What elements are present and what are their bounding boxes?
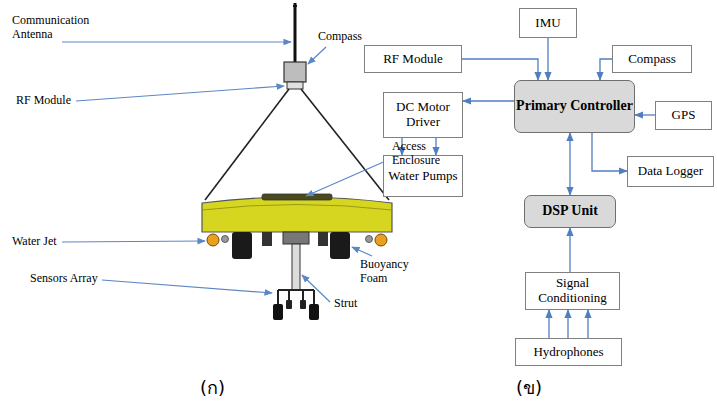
water-jet (207, 234, 219, 246)
float-ring (202, 197, 392, 232)
buoyancy-foam (330, 232, 350, 259)
signal-arrow (567, 310, 568, 338)
signal-arrow (462, 59, 538, 80)
figure-caption: (ก) (200, 378, 225, 399)
signal-arrow (635, 114, 655, 115)
controller-box: Primary Controller (514, 80, 635, 133)
part-label: Sensors Array (30, 272, 98, 286)
module-box: Signal Conditioning (525, 272, 620, 310)
box-label: Compass (628, 52, 676, 67)
compass-housing (284, 62, 306, 82)
box-label: DC Motor Driver (384, 100, 462, 130)
module-box: GPS (655, 101, 712, 130)
module-box: Hydrophones (515, 338, 622, 366)
signal-arrow (548, 310, 549, 338)
hydrophone (309, 304, 319, 320)
module-box: RF Module (364, 45, 462, 73)
sensor-fork (278, 290, 314, 304)
rf-module (287, 82, 303, 89)
signal-arrow (547, 38, 548, 80)
part-label: Buoyancy Foam (360, 258, 422, 286)
leader-lines (62, 42, 388, 302)
signal-arrow (600, 59, 612, 80)
controller-box: DSP Unit (524, 195, 616, 228)
part-label: Strut (334, 297, 357, 311)
module-box: Data Logger (627, 156, 714, 187)
box-label: IMU (535, 16, 560, 31)
signal-arrow (435, 138, 436, 155)
part-label: RF Module (16, 94, 71, 108)
box-label: Water Pumps (388, 169, 457, 184)
frame-line (205, 89, 289, 200)
part-label: Water Jet (12, 235, 57, 249)
buoyancy-foam (232, 232, 252, 259)
signal-arrow (463, 100, 514, 101)
antenna (294, 3, 297, 62)
box-label: RF Module (383, 52, 443, 67)
hub (283, 232, 309, 244)
figure-caption: (ข) (516, 378, 542, 399)
hydrophone (273, 304, 283, 320)
part-label: Compass (318, 30, 362, 44)
box-label: Hydrophones (533, 345, 603, 360)
frame-line (301, 89, 389, 200)
strut (292, 244, 300, 290)
signal-arrow (592, 133, 627, 171)
access-lid (262, 194, 332, 200)
signal-arrow (569, 228, 570, 272)
part-label: Access Enclosure (392, 140, 454, 168)
water-jet (375, 234, 387, 246)
part-label: Communication Antenna (12, 14, 104, 42)
box-label: DSP Unit (542, 203, 598, 219)
box-label: Primary Controller (516, 98, 633, 114)
module-box: DC Motor Driver (383, 92, 463, 138)
signal-arrow (587, 310, 588, 338)
module-box: IMU (519, 8, 577, 38)
signal-arrow (569, 133, 570, 195)
box-label: Signal Conditioning (526, 276, 619, 306)
module-box: Compass (612, 45, 692, 73)
box-label: Data Logger (638, 164, 703, 179)
box-label: GPS (672, 108, 696, 123)
